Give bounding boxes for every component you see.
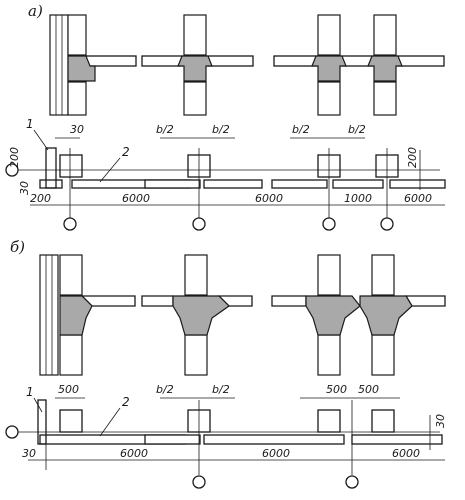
section-a-leader-1: 1	[26, 117, 34, 131]
section-b-top-dim-2: b/2	[156, 383, 174, 396]
section-b-label: б)	[10, 238, 25, 256]
section-b-leader-1: 1	[26, 385, 34, 399]
section-a-bottom-dim-1: 200	[30, 192, 51, 205]
section-a-top-dim-4: b/2	[292, 123, 310, 136]
section-a-top-dim-5: b/2	[348, 123, 366, 136]
section-b-bottom-dim-2: 6000	[120, 447, 148, 460]
section-a-plan	[5, 129, 446, 231]
section-b-elevations	[39, 254, 446, 376]
section-a-top-dim-3: b/2	[212, 123, 230, 136]
section-a-bottom-dim-5: 6000	[404, 192, 432, 205]
section-b-top-dim-4: 500	[326, 383, 347, 396]
section-a-leader-2: 2	[122, 145, 130, 159]
section-b-right-dim: 30	[434, 414, 447, 428]
section-b-top-dim-3: b/2	[212, 383, 230, 396]
section-a-bottom-dim-3: 6000	[255, 192, 283, 205]
section-a-left-dim-2: 30	[18, 181, 31, 195]
section-a-elevations	[49, 14, 445, 116]
section-b-bottom-dim-4: 6000	[392, 447, 420, 460]
section-b-top-dim-1: 500	[58, 383, 79, 396]
section-a-bottom-dim-4: 1000	[344, 192, 372, 205]
section-a-top-dim-2: b/2	[156, 123, 174, 136]
section-b-top-dim-5: 500	[358, 383, 379, 396]
section-b-bottom-dim-1: 30	[22, 447, 36, 460]
section-b-leader-2: 2	[122, 395, 130, 409]
section-a-top-dim-1: 30	[70, 123, 84, 136]
section-a-bottom-dim-2: 6000	[122, 192, 150, 205]
section-b-bottom-dim-3: 6000	[262, 447, 290, 460]
section-a-right-dim: 200	[406, 147, 419, 168]
section-a-label: а)	[28, 2, 43, 20]
section-b-plan	[5, 397, 445, 489]
section-a-left-dim-1: 200	[8, 147, 21, 168]
